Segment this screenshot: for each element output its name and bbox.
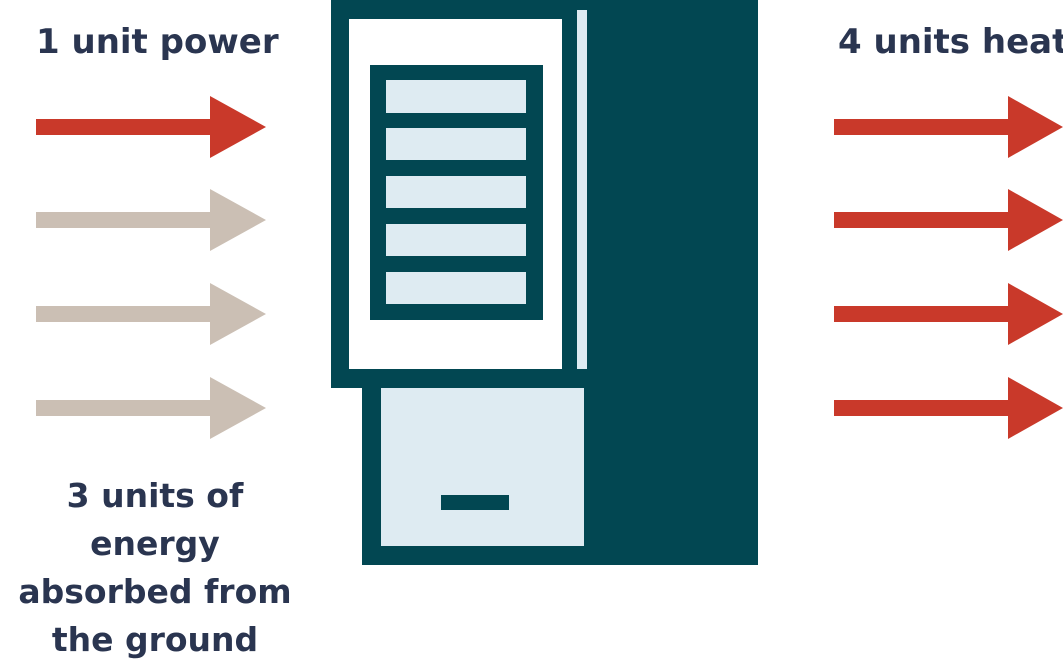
- pump-handle: [441, 495, 509, 510]
- pump-side-strip: [577, 10, 587, 369]
- pump-vent-slat: [386, 176, 526, 208]
- power-arrow: [36, 96, 266, 158]
- heat-arrow: [834, 283, 1063, 345]
- heat-arrow: [834, 377, 1063, 439]
- ground-energy-arrow: [36, 189, 266, 251]
- ground-energy-arrow: [36, 283, 266, 345]
- pump-vent-slat: [386, 224, 526, 256]
- ground-energy-arrow: [36, 377, 266, 439]
- pump-lower-panel: [381, 388, 584, 546]
- ground-energy-label: 3 units of energy absorbed from the grou…: [18, 476, 292, 659]
- power-input-label: 1 unit power: [36, 22, 279, 62]
- pump-vent-slat: [386, 80, 526, 113]
- pump-vent-slat: [386, 128, 526, 160]
- heat-output-label: 4 units heat: [838, 22, 1063, 62]
- heat-arrow: [834, 96, 1063, 158]
- heat-pump-diagram: [36, 0, 1063, 565]
- output-arrows: [834, 96, 1063, 439]
- pump-vent-slat: [386, 272, 526, 304]
- input-arrows: [36, 96, 266, 439]
- heat-pump-unit: [331, 0, 758, 565]
- heat-arrow: [834, 189, 1063, 251]
